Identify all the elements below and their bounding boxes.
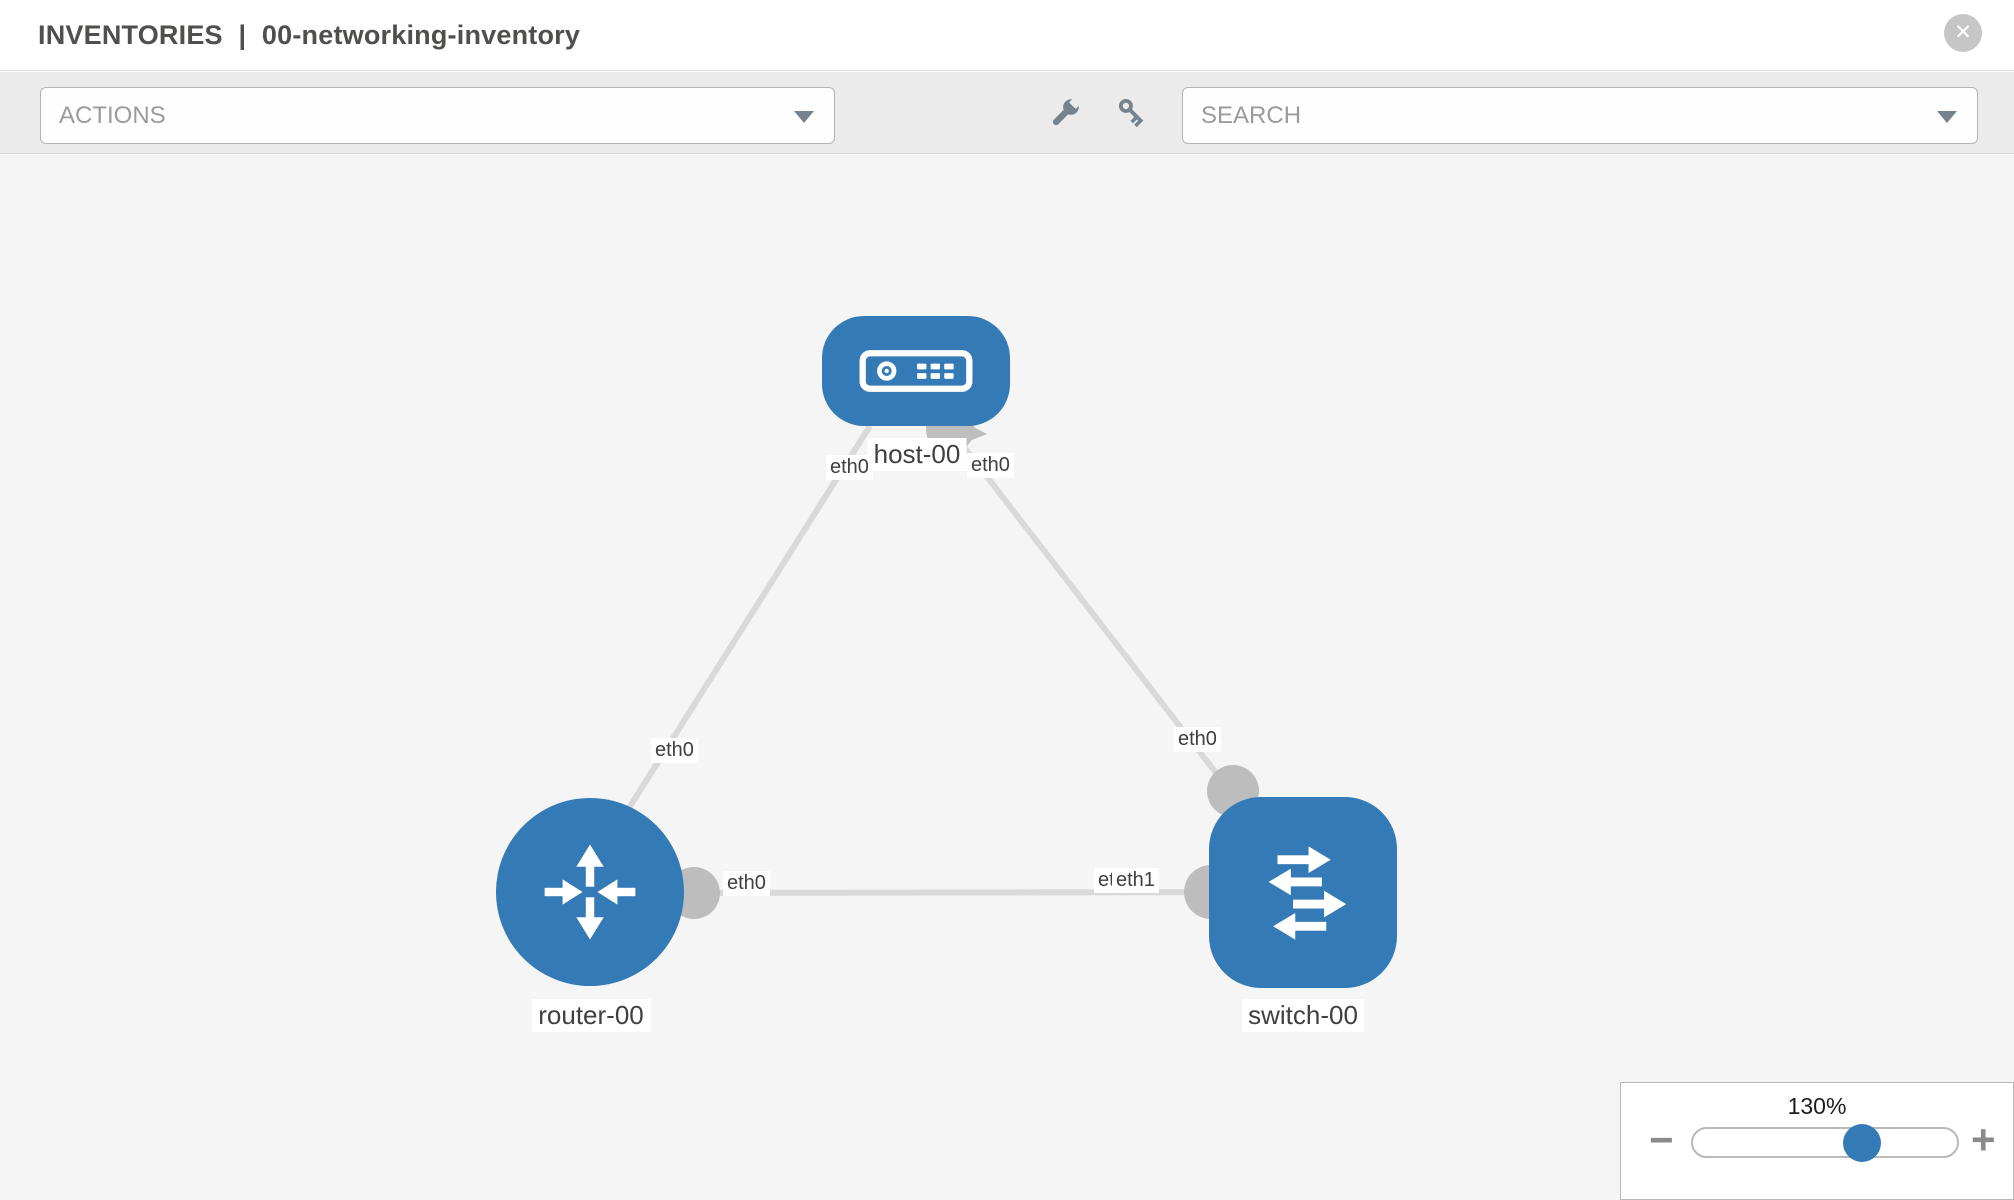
interface-label: eth0 xyxy=(651,738,698,763)
search-dropdown xyxy=(1182,87,1978,144)
node-label-router: router-00 xyxy=(532,999,650,1032)
host-icon xyxy=(859,350,973,392)
actions-dropdown[interactable]: ACTIONS xyxy=(40,87,835,144)
node-label-host: host-00 xyxy=(867,438,967,471)
zoom-out-button[interactable]: − xyxy=(1649,1116,1674,1163)
breadcrumb-item: 00-networking-inventory xyxy=(261,20,581,50)
zoom-slider-track[interactable] xyxy=(1691,1123,1959,1162)
chevron-down-icon[interactable] xyxy=(1937,111,1957,123)
close-icon[interactable]: ✕ xyxy=(1944,14,1982,52)
node-router[interactable] xyxy=(496,798,684,986)
chevron-down-icon xyxy=(794,111,814,123)
breadcrumb-section: INVENTORIES xyxy=(38,20,223,50)
interface-label: eth0 xyxy=(723,871,770,896)
breadcrumb-separator: | xyxy=(238,20,247,50)
interface-label: eth1 xyxy=(1112,868,1159,893)
page-title: INVENTORIES | 00-networking-inventory xyxy=(38,0,588,71)
key-icon[interactable] xyxy=(1114,94,1152,132)
interface-label: eth0 xyxy=(967,453,1014,478)
zoom-in-button[interactable]: + xyxy=(1971,1116,1996,1163)
toolbar: ACTIONS xyxy=(0,72,2014,154)
wrench-icon[interactable] xyxy=(1046,94,1084,132)
node-host[interactable] xyxy=(822,316,1010,426)
link-host-router xyxy=(597,424,873,856)
switch-icon xyxy=(1268,845,1347,940)
node-label-switch: switch-00 xyxy=(1242,999,1364,1032)
zoom-control-panel: 130% − + xyxy=(1620,1082,2014,1200)
router-icon xyxy=(544,844,636,940)
zoom-level-label: 130% xyxy=(1787,1093,1847,1119)
actions-dropdown-label: ACTIONS xyxy=(59,102,166,129)
interface-label: eth0 xyxy=(1174,727,1221,752)
topology-canvas[interactable] xyxy=(0,154,2014,1200)
header-bar: INVENTORIES | 00-networking-inventory ✕ xyxy=(0,0,2014,71)
topology-links xyxy=(597,405,1281,919)
zoom-slider-thumb[interactable] xyxy=(1842,1123,1881,1162)
search-input[interactable] xyxy=(1183,88,1977,143)
node-switch[interactable] xyxy=(1209,797,1397,988)
interface-label: eth0 xyxy=(826,455,873,480)
